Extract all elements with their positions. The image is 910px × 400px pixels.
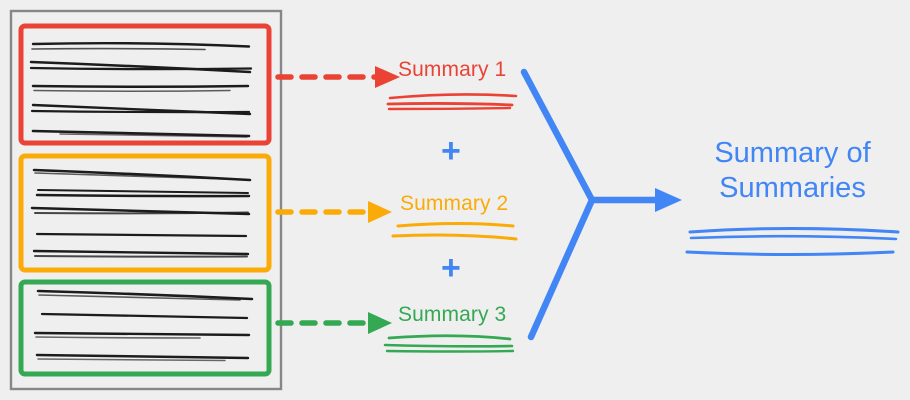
merge-arrow-blue	[520, 68, 682, 341]
dashed-arrow-green	[275, 312, 392, 334]
summary-1-label: Summary 1	[398, 58, 507, 81]
plus-operator-1: +	[441, 132, 461, 170]
document-group-orange-text-lines	[30, 168, 252, 258]
merge-arrow-top-branch	[520, 68, 596, 204]
dashed-arrow-orange	[275, 201, 392, 223]
document-group-red-text-lines	[29, 41, 253, 138]
document-group-green-box	[18, 279, 272, 377]
final-summary-underlines	[685, 227, 900, 256]
summary-2-label: Summary 2	[400, 192, 509, 215]
plus-operator-2: +	[441, 249, 461, 287]
summary-3-label: Summary 3	[398, 303, 507, 326]
final-summary-text: Summary of Summaries	[690, 136, 895, 207]
summary-3-underlines	[383, 334, 515, 353]
document-group-red-box	[18, 23, 272, 146]
document-group-green-text-lines	[33, 289, 254, 362]
summary-2-underlines	[391, 222, 518, 241]
final-summary-line-2: Summaries	[719, 172, 866, 205]
summary-1-underlines	[386, 93, 518, 111]
source-documents-frame	[9, 9, 283, 391]
document-group-orange-box	[18, 153, 272, 273]
dashed-arrow-red	[275, 66, 400, 88]
final-summary-line-1: Summary of	[714, 137, 871, 169]
merge-arrow-head	[655, 188, 682, 212]
merge-arrow-bottom-branch	[527, 196, 596, 341]
